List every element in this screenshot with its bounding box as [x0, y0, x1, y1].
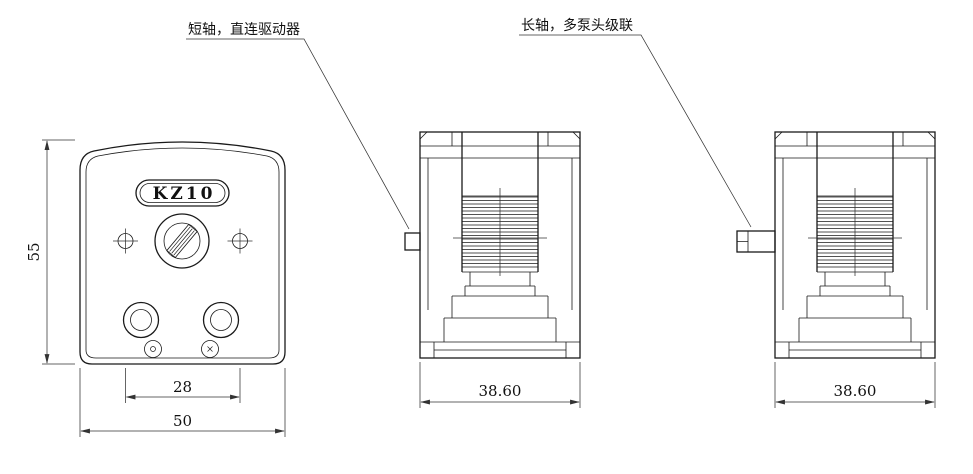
small-hole-right [201, 340, 219, 358]
side-view-long-shaft: 38.60 [736, 131, 936, 408]
short-shaft [404, 232, 421, 251]
annotation-short-shaft: 短轴，直连驱动器 [186, 21, 410, 230]
dim-width: 50 [79, 368, 286, 437]
port-right [202, 301, 240, 339]
port-left [122, 301, 160, 339]
dim-side-width-short: 38.60 [419, 362, 581, 408]
screw-slot [166, 223, 198, 259]
annotation-short-shaft-label: 短轴，直连驱动器 [188, 21, 300, 38]
dim-hole-spacing-text: 28 [173, 378, 192, 396]
annotation-long-shaft: 长轴，多泵头级联 [519, 17, 752, 228]
center-boss-circle [154, 213, 210, 269]
screw-hole-left [113, 228, 138, 254]
center-screw-circle [163, 222, 201, 260]
annotation-long-shaft-leader [519, 34, 752, 228]
dim-height-text: 55 [25, 242, 43, 261]
body-outline [79, 141, 286, 365]
dim-side-width-long: 38.60 [774, 362, 936, 408]
label-plate [135, 179, 230, 207]
dim-width-text: 50 [173, 412, 192, 430]
screw-hole-right [227, 228, 253, 254]
dim-side-long-extension-lines [774, 362, 936, 408]
annotation-long-shaft-label: 长轴，多泵头级联 [521, 17, 633, 34]
small-hole-left [144, 340, 162, 358]
center-screw [154, 213, 210, 269]
dim-height: 55 [25, 139, 75, 365]
front-view: KZ10 [25, 139, 286, 437]
dim-height-extension-lines [42, 139, 75, 365]
long-shaft [736, 230, 776, 253]
body-inner-outline [85, 147, 280, 359]
annotation-short-shaft-leader [186, 38, 410, 230]
pump-body-short [419, 131, 581, 359]
dim-side-short-text: 38.60 [479, 382, 522, 400]
dim-hole-spacing-extension-lines [125, 368, 241, 403]
dim-width-extension-lines [79, 368, 286, 437]
pump-body-long [774, 131, 936, 359]
dim-side-long-text: 38.60 [834, 382, 877, 400]
label-plate-inner [139, 183, 226, 203]
side-view-short-shaft: 38.60 [404, 131, 581, 408]
dim-side-short-extension-lines [419, 362, 581, 408]
dim-hole-spacing: 28 [125, 368, 241, 403]
model-label: KZ10 [153, 184, 216, 204]
